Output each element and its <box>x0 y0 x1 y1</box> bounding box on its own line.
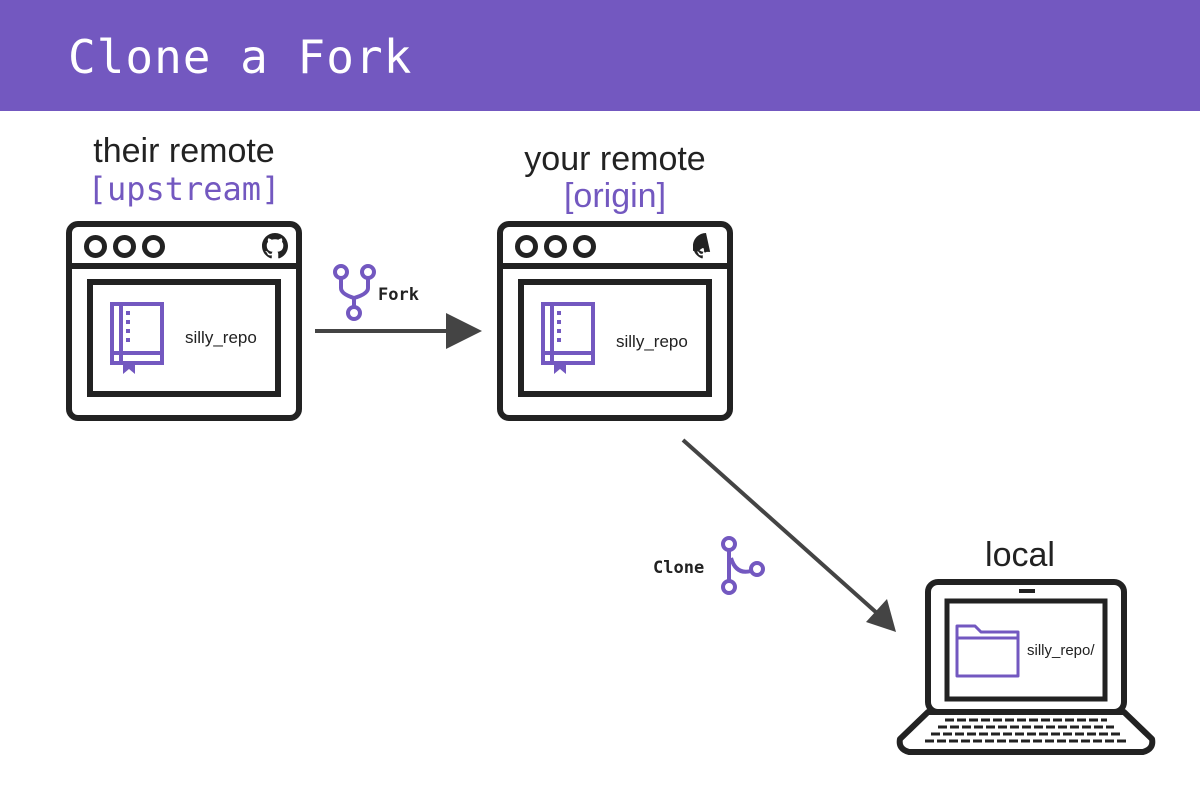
origin-browser-window: silly_repo <box>497 221 733 421</box>
folder-icon <box>955 624 1020 678</box>
header-bar: Clone a Fork <box>0 0 1200 111</box>
clone-arrow <box>681 438 896 632</box>
window-titlebar <box>503 227 727 269</box>
branch-icon <box>721 536 765 595</box>
fork-label: Fork <box>378 285 419 305</box>
folder-name: silly_repo/ <box>1027 642 1095 659</box>
clone-label: Clone <box>653 558 705 578</box>
repo-name: silly_repo <box>616 332 688 351</box>
origin-tag: [origin] <box>563 177 667 215</box>
upstream-browser-window: silly_repo <box>66 221 302 421</box>
laptop-icon <box>896 579 1156 755</box>
window-dot-icon <box>544 235 567 258</box>
window-dot-icon <box>113 235 136 258</box>
origin-label: your remote <box>524 140 706 178</box>
repo-pane: silly_repo <box>87 279 281 397</box>
repo-pane: silly_repo <box>518 279 712 397</box>
upstream-tag: [upstream] <box>87 170 281 208</box>
window-dot-icon <box>573 235 596 258</box>
fork-icon <box>333 264 376 321</box>
repo-book-icon <box>110 302 164 374</box>
github-icon <box>262 233 288 259</box>
repo-book-icon <box>541 302 595 374</box>
window-dot-icon <box>515 235 538 258</box>
github-icon <box>693 233 711 259</box>
upstream-label: their remote <box>93 132 275 170</box>
window-dot-icon <box>142 235 165 258</box>
repo-name: silly_repo <box>185 328 257 347</box>
window-dot-icon <box>84 235 107 258</box>
window-titlebar <box>72 227 296 269</box>
fork-arrow <box>315 313 482 349</box>
local-label: local <box>985 536 1055 574</box>
page-title: Clone a Fork <box>68 30 413 84</box>
